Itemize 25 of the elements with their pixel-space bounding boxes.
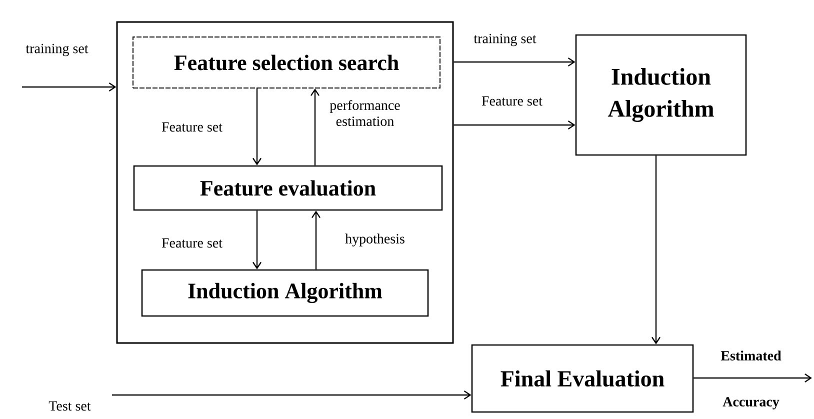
arrow	[252, 88, 262, 166]
edge-label: training set	[474, 34, 536, 46]
arrow	[112, 390, 472, 400]
process-box: Feature evaluation	[133, 165, 443, 211]
arrow	[454, 120, 576, 130]
arrow	[310, 88, 320, 166]
arrow	[22, 82, 116, 92]
edge-label: training set	[26, 44, 88, 56]
edge-label: performance estimation	[330, 100, 400, 126]
edge-label: Feature set	[162, 122, 222, 132]
edge-label: Feature set	[482, 96, 542, 106]
process-box: Induction Algorithm	[141, 269, 429, 317]
arrow	[652, 156, 660, 344]
edge-label: Test set	[48, 401, 91, 411]
edge-label: hypothesis	[345, 234, 404, 246]
arrow	[312, 210, 320, 270]
edge-label: Feature set	[162, 238, 222, 248]
process-box: Final Evaluation	[471, 344, 694, 413]
edge-label: Estimated Accuracy	[720, 350, 782, 410]
arrow	[694, 373, 812, 382]
process-box: Induction Algorithm	[575, 34, 747, 156]
arrow	[252, 210, 262, 270]
arrow	[454, 58, 576, 66]
process-box: Feature selection search	[132, 36, 440, 88]
group-box	[116, 21, 454, 344]
